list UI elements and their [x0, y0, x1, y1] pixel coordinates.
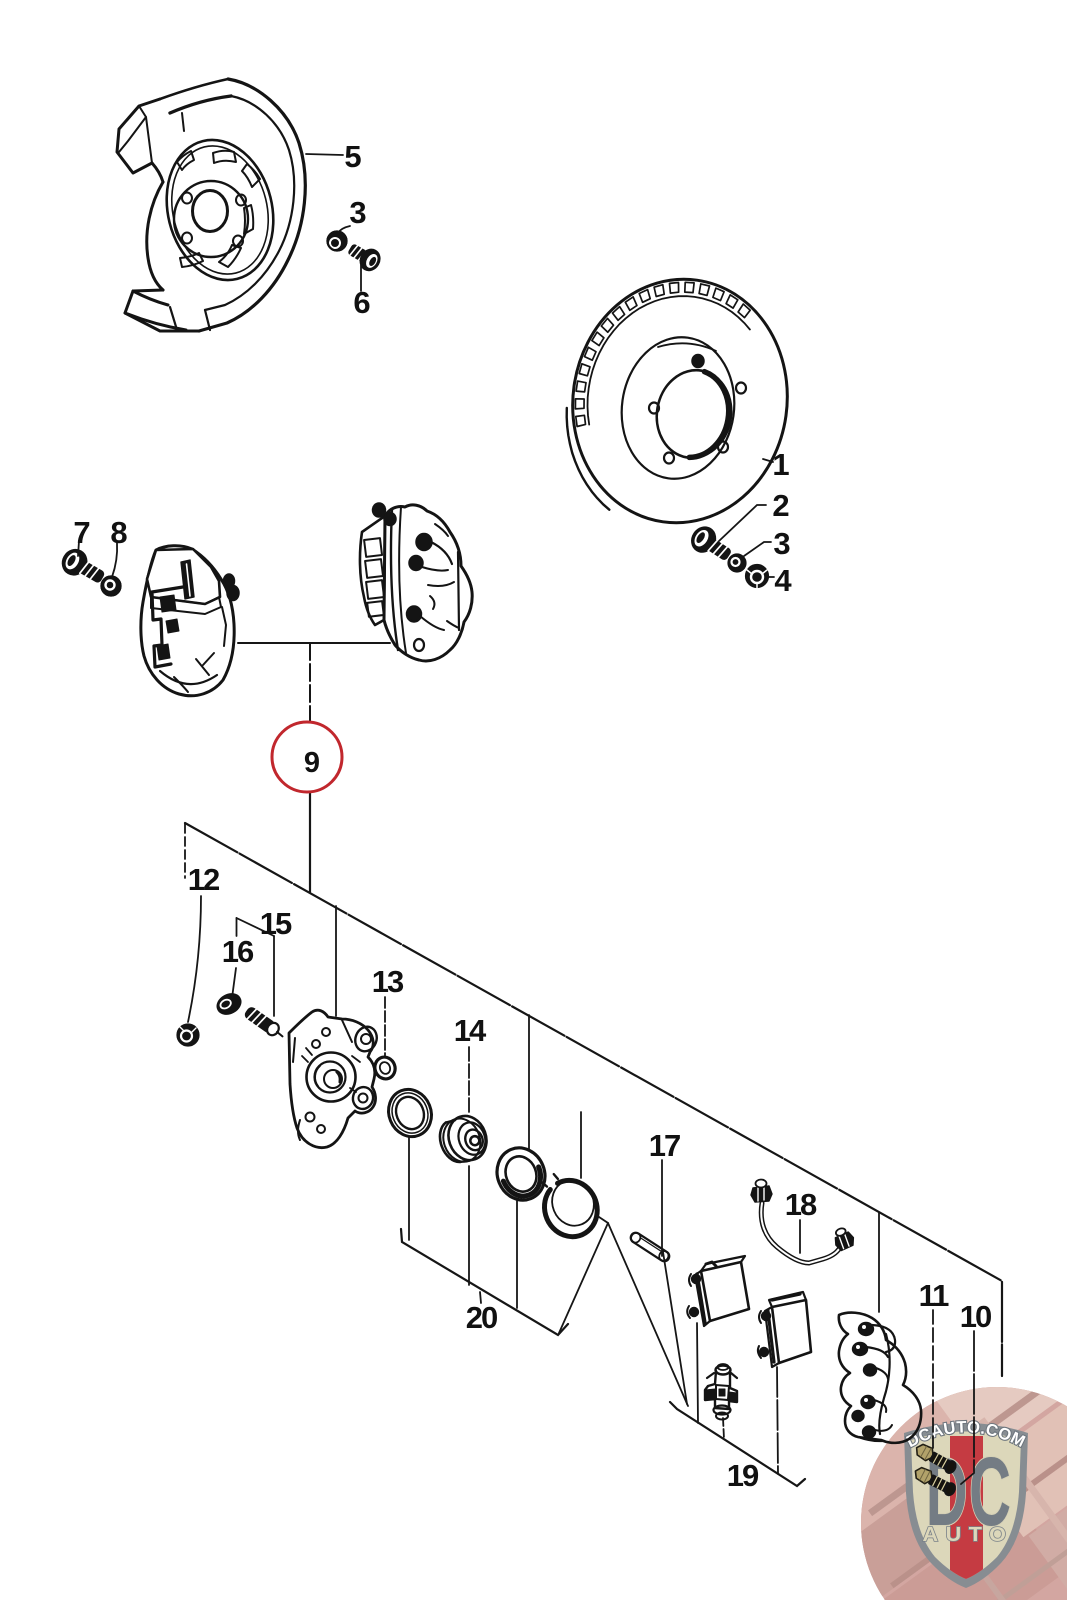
svg-text:1: 1	[772, 447, 789, 482]
svg-text:3: 3	[773, 526, 790, 561]
svg-text:15: 15	[260, 906, 292, 941]
svg-text:20: 20	[466, 1300, 497, 1335]
svg-text:18: 18	[785, 1187, 817, 1222]
svg-text:12: 12	[188, 862, 219, 897]
svg-text:11: 11	[919, 1278, 950, 1313]
svg-text:9: 9	[304, 747, 320, 779]
svg-text:19: 19	[727, 1458, 759, 1493]
svg-text:4: 4	[774, 563, 792, 598]
svg-text:17: 17	[649, 1128, 680, 1163]
svg-text:16: 16	[222, 934, 254, 969]
svg-text:3: 3	[349, 195, 366, 230]
svg-text:AUTO: AUTO	[923, 1524, 1014, 1546]
svg-text:5: 5	[344, 139, 361, 174]
svg-text:8: 8	[110, 515, 127, 550]
svg-text:DC: DC	[926, 1438, 1012, 1546]
svg-text:13: 13	[372, 964, 404, 999]
svg-text:10: 10	[960, 1299, 991, 1334]
svg-text:7: 7	[73, 515, 89, 550]
svg-text:6: 6	[353, 285, 370, 320]
svg-text:2: 2	[772, 488, 788, 523]
svg-text:14: 14	[454, 1013, 487, 1048]
